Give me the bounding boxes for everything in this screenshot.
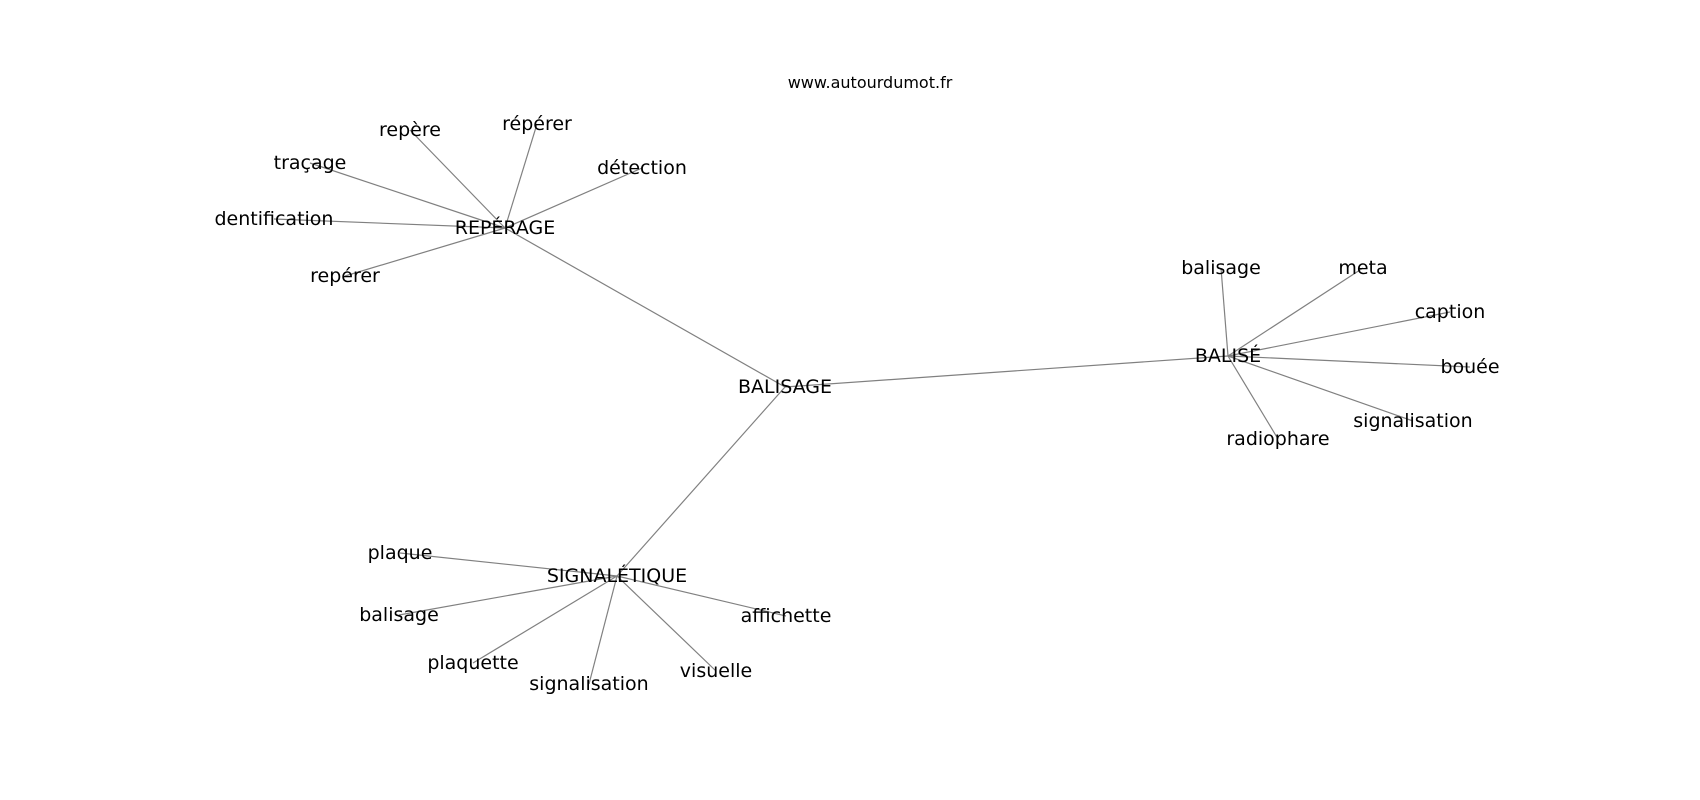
graph-edge — [309, 162, 506, 229]
hub-node: REPÉRAGE — [455, 216, 556, 239]
graph-edge — [399, 552, 618, 577]
leaf-node: caption — [1415, 301, 1486, 323]
leaf-node: radiophare — [1226, 428, 1329, 450]
leaf-node: répérer — [502, 113, 572, 135]
leaf-node: repérer — [310, 265, 380, 287]
graph-edge — [616, 575, 717, 672]
leaf-node: balisage — [1181, 257, 1261, 279]
leaf-node: traçage — [274, 152, 347, 174]
hub-node: BALISÉ — [1195, 344, 1261, 367]
leaf-node: affichette — [741, 605, 832, 627]
leaf-node: plaque — [368, 542, 433, 564]
graph-edge — [1220, 267, 1229, 357]
graph-edge — [1227, 267, 1364, 357]
leaf-node: repère — [379, 119, 441, 141]
graph-edge — [616, 575, 787, 617]
graph-edge — [784, 355, 1229, 388]
graph-edge — [504, 167, 643, 229]
graph-edge — [1227, 355, 1414, 422]
leaf-node: dentification — [215, 208, 334, 230]
center-node: BALISAGE — [738, 376, 832, 398]
leaf-node: détection — [597, 157, 687, 179]
graph-edge — [472, 575, 618, 664]
hub-node: SIGNALÉTIQUE — [547, 564, 687, 587]
graph-edge — [1227, 355, 1279, 440]
graph-edge — [588, 575, 618, 685]
leaf-node: balisage — [359, 604, 439, 626]
graph-edge — [1227, 311, 1451, 357]
graph-edge — [1227, 355, 1471, 368]
leaf-node: signalisation — [1353, 410, 1472, 432]
leaf-node: bouée — [1440, 356, 1499, 378]
graph-labels: BALISAGE REPÉRAGE repère répérer traçage déte… — [215, 113, 1500, 695]
graph-edge — [344, 227, 506, 277]
graph-edge — [504, 123, 538, 229]
graph-edges — [273, 123, 1471, 685]
graph-edge — [398, 575, 618, 616]
source-site-label: www.autourdumot.fr — [788, 73, 953, 92]
leaf-node: visuelle — [680, 660, 752, 682]
graph-edge — [504, 227, 786, 388]
leaf-node: signalisation — [529, 673, 648, 695]
leaf-node: meta — [1338, 257, 1387, 279]
graph-edge — [273, 218, 506, 229]
leaf-node: plaquette — [427, 652, 518, 674]
graph-edge — [616, 386, 786, 577]
graph-edge — [409, 129, 506, 229]
